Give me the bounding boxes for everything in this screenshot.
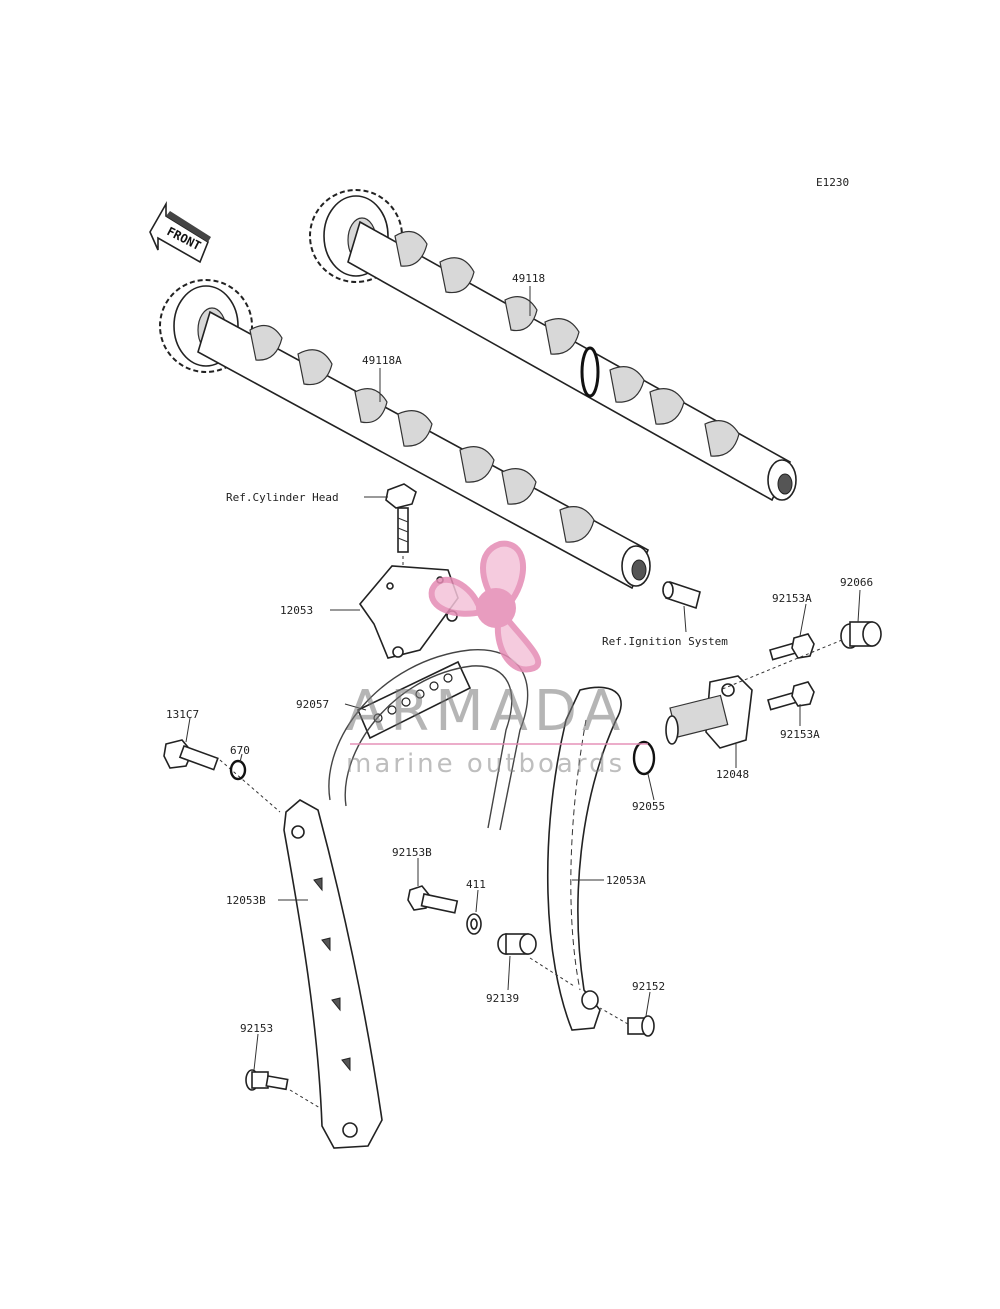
collar-92139 (497, 933, 575, 987)
callout-92153B: 92153B (392, 846, 432, 859)
chain-tensioner-12053B (283, 799, 383, 1149)
camshaft-49118A (159, 279, 651, 590)
bolt-92153B (407, 885, 459, 914)
camshaft-49118 (309, 189, 797, 502)
cap-bolt-92066 (719, 621, 882, 691)
watermark-brand: ARMADA (346, 679, 626, 744)
armada-watermark: ARMADA marine outboards (346, 540, 648, 779)
callout-92057: 92057 (296, 698, 329, 711)
callout-ref-ignition-system: Ref.Ignition System (602, 635, 728, 648)
ignition-coupler (662, 580, 701, 633)
callout-49118: 49118 (512, 272, 545, 285)
front-arrow-icon: FRONT (149, 200, 211, 264)
callout-49118A: 49118A (362, 354, 402, 367)
callout-12053B: 12053B (226, 894, 266, 907)
callout-12053A: 12053A (606, 874, 646, 887)
callout-131C7: 131C7 (166, 708, 199, 721)
bolt-92152 (599, 1007, 655, 1037)
propeller-logo-icon (428, 540, 542, 673)
callout-12053: 12053 (280, 604, 313, 617)
o-ring-92055 (632, 740, 656, 776)
callout-92152: 92152 (632, 980, 665, 993)
callout-670: 670 (230, 744, 250, 757)
callout-92066: 92066 (840, 576, 873, 589)
callout-92153A-lower: 92153A (780, 728, 820, 741)
bolt-92153A-lower (767, 681, 815, 711)
bolt-131C7 (163, 739, 281, 813)
diagram-code-label: E1230 (816, 176, 849, 189)
o-ring-670 (229, 759, 247, 781)
cam-chain-outline (328, 649, 529, 831)
washer-411 (466, 913, 482, 935)
callout-ref-cylinder-head: Ref.Cylinder Head (226, 491, 339, 504)
bolt-92153 (245, 1069, 321, 1109)
cam-chain-tensioner-12048 (665, 675, 753, 749)
chain-guide-12053A (546, 686, 622, 1031)
bolt-92153A-upper (769, 633, 815, 661)
callout-92139: 92139 (486, 992, 519, 1005)
leader-lines (185, 286, 861, 1071)
upper-chain-guide-92057 (356, 660, 472, 740)
callout-12048: 12048 (716, 768, 749, 781)
callout-92153: 92153 (240, 1022, 273, 1035)
callout-92153A-upper: 92153A (772, 592, 812, 605)
callout-92055: 92055 (632, 800, 665, 813)
callout-411: 411 (466, 878, 486, 891)
watermark-tagline: marine outboards (346, 749, 625, 779)
